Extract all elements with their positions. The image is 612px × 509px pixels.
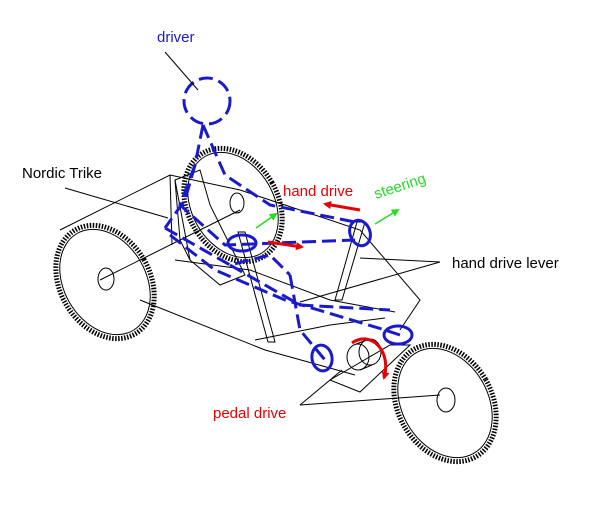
driver-figure bbox=[163, 76, 401, 361]
hand-drive-arrows bbox=[267, 201, 361, 251]
driver-hands-feet bbox=[226, 218, 414, 373]
nordic-trike-label: Nordic Trike bbox=[22, 165, 102, 182]
front-wheel bbox=[391, 341, 499, 465]
driver-head bbox=[182, 76, 232, 126]
pedal-drive-arrow bbox=[351, 337, 390, 380]
driver-label: driver bbox=[157, 29, 195, 46]
steering-arrows bbox=[255, 208, 400, 229]
hand-drive-lever-left bbox=[237, 231, 276, 343]
leader-lines bbox=[64, 51, 441, 406]
hand-drive-arrow-forward bbox=[267, 240, 304, 251]
hand-drive-lever-label: hand drive lever bbox=[452, 255, 559, 272]
steering-label: steering bbox=[372, 170, 428, 203]
steering-arrow-right bbox=[374, 208, 400, 225]
hand-drive-arrow-back bbox=[323, 201, 361, 212]
steering-arrow-left bbox=[255, 212, 278, 229]
pedal-drive-label: pedal drive bbox=[213, 405, 286, 422]
rear-left-wheel bbox=[53, 222, 157, 342]
hand-drive-label: hand drive bbox=[283, 183, 353, 200]
trike-frame bbox=[59, 169, 441, 406]
rear-right-wheel bbox=[181, 145, 285, 265]
